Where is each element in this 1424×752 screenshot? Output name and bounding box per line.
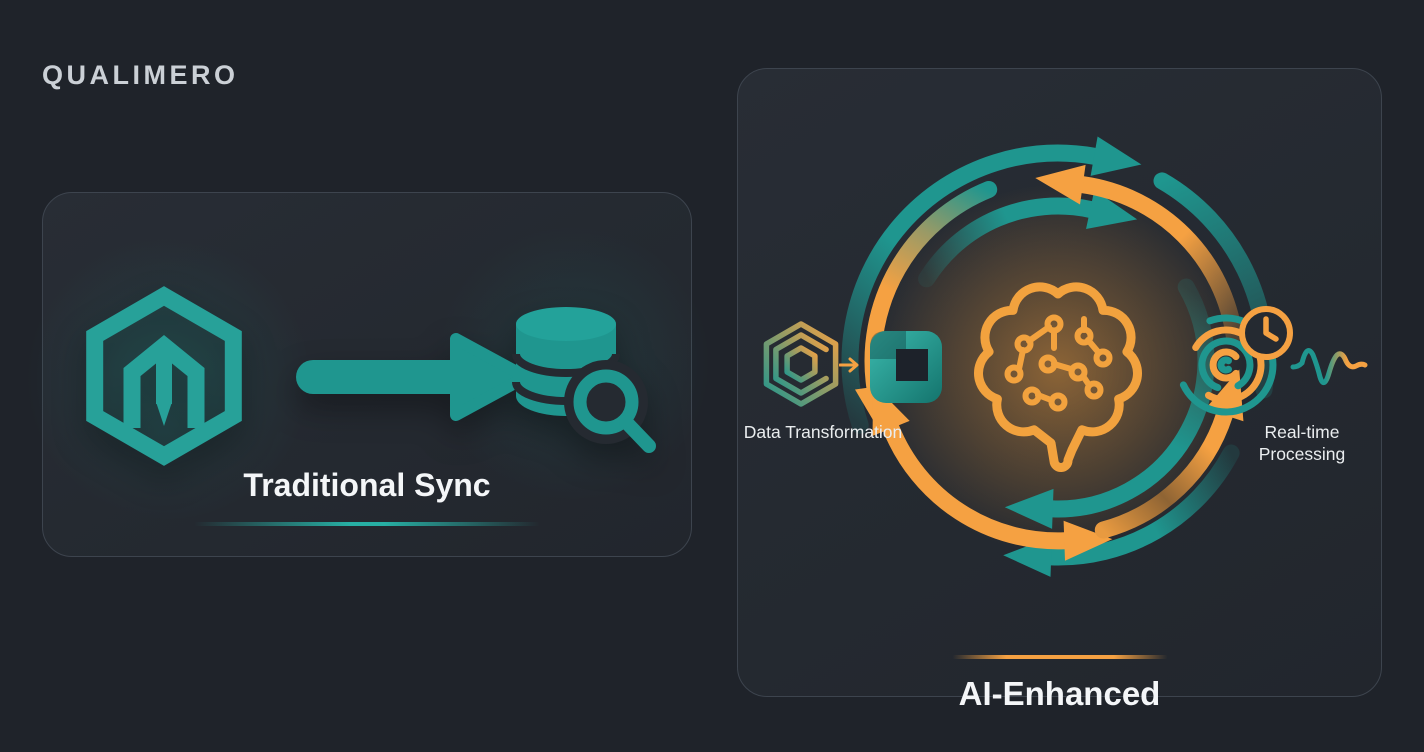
clock-icon [1239,306,1293,360]
ai-brain-icon [974,282,1142,472]
data-block-icon [870,331,942,403]
traditional-sync-panel: Traditional Sync [13,192,723,557]
brand-logo: QUALIMERO [42,60,239,90]
sync-arrow-icon [296,333,532,421]
magento-logo-icon [86,286,242,466]
data-transformation-label: Data Transformation [743,422,903,442]
hexagon-layers-icon [763,321,839,407]
orange-underline [952,655,1167,659]
sync-cycle-illustration [841,136,1275,577]
database-search-icon [512,307,656,453]
transform-arrow-icon [839,357,859,373]
traditional-sync-illustration [86,286,656,466]
brain-circuit-lines [1004,314,1113,412]
waveform-icon [1290,348,1368,386]
teal-underline [194,522,540,526]
ai-enhanced-panel: Data Transformation [737,68,1382,712]
right-panel-title: AI-Enhanced [958,675,1161,712]
left-panel-title: Traditional Sync [243,467,491,503]
real-time-processing-label: Real-time Processing [1258,422,1346,465]
